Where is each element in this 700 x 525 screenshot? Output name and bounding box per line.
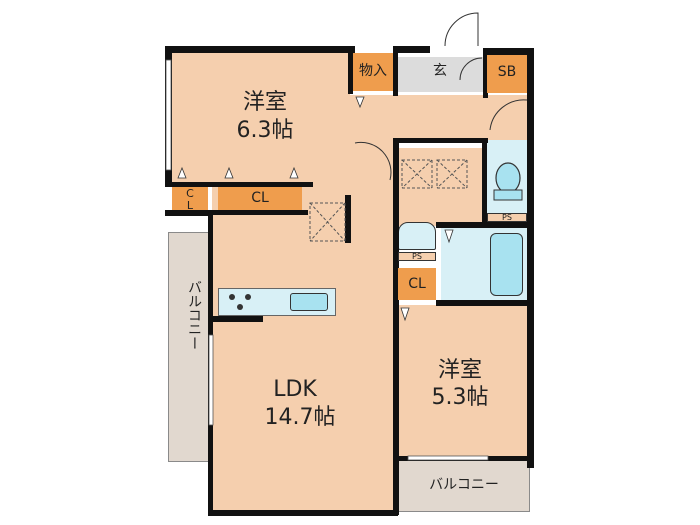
ldk-area: 14.7帖 — [264, 405, 336, 430]
pipe-space-1-label: PS — [502, 213, 512, 222]
wall-right-outer — [527, 48, 534, 468]
pipe-space-2-label: PS — [412, 252, 422, 261]
balcony-west-label: バルコニー — [186, 280, 202, 350]
western-room-2-area: 5.3帖 — [431, 385, 489, 410]
entrance-floor — [397, 57, 487, 92]
kitchen-sink — [290, 293, 328, 311]
storage-closet — [353, 53, 393, 91]
hallway-floor — [350, 95, 530, 140]
wall-storage-right — [393, 46, 398, 96]
wall-entrance-right — [483, 48, 488, 98]
closet-vertical-label: C L — [172, 188, 208, 212]
wall-laundry-top — [393, 138, 488, 143]
wall-top-right — [395, 46, 430, 53]
balcony-south-label: バルコニー — [429, 477, 499, 493]
shoe-box — [487, 55, 527, 93]
closet-vertical-l: L — [186, 199, 194, 212]
pipe-space-1 — [487, 213, 527, 222]
western-room-2-floor — [398, 305, 530, 457]
closet-room1 — [218, 187, 302, 210]
wall-ldk-bottom — [208, 510, 398, 516]
western-room-1-name: 洋室 — [242, 90, 287, 115]
closet-room1-label: CL — [251, 190, 269, 206]
ldk-name: LDK — [273, 377, 317, 402]
storage-closet-label: 物入 — [359, 63, 387, 79]
wall-top-sb — [485, 48, 532, 55]
stove-burner-icon — [229, 294, 235, 300]
wall-ldk-pillar — [345, 195, 351, 243]
closet-vertical-c: C — [186, 187, 194, 200]
entrance-label: 玄 — [433, 63, 447, 79]
wall-wet-bottom — [436, 300, 533, 306]
laundry-floor — [398, 148, 484, 226]
wall-toilet-left — [482, 140, 487, 225]
washbasin — [398, 222, 436, 250]
closet-room2 — [398, 268, 436, 300]
wall-top-left — [165, 46, 355, 53]
bathtub — [490, 233, 523, 296]
wall-wet-top — [436, 222, 533, 228]
pipe-space-2 — [398, 252, 436, 261]
wall-center-vertical — [393, 140, 399, 515]
kitchen-backwall — [213, 316, 263, 322]
wall-room1-right — [348, 46, 353, 94]
shoe-box-label: SB — [497, 64, 517, 80]
closet-room2-label: CL — [408, 276, 426, 292]
western-room-2-name: 洋室 — [437, 358, 482, 383]
wall-cl-bottom — [213, 210, 308, 215]
wall-room1-bottom — [165, 182, 313, 187]
wall-closet-bottom — [165, 210, 213, 216]
western-room-1-area: 6.3帖 — [236, 118, 294, 143]
closet-vertical — [172, 187, 208, 210]
